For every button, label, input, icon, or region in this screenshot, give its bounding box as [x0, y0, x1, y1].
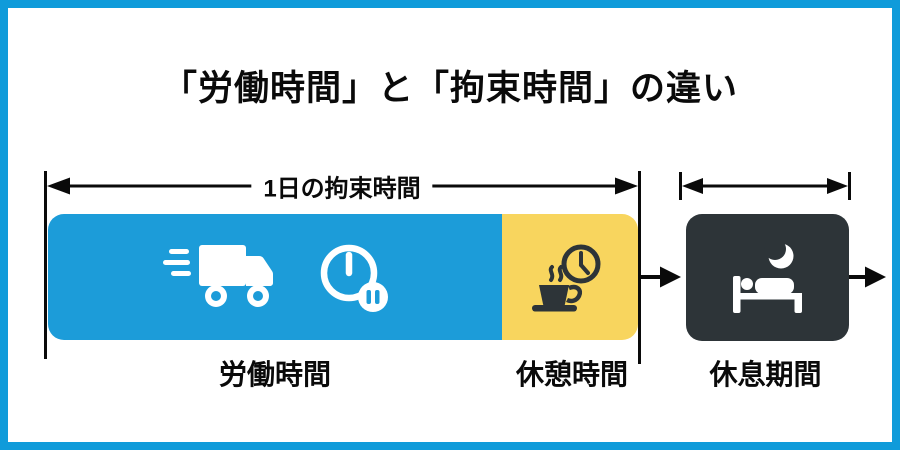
crescent-moon-icon — [764, 238, 794, 268]
rest-arrowhead-left — [682, 178, 703, 194]
work-hours-label: 労働時間 — [218, 359, 331, 390]
arrowhead-right — [615, 177, 638, 195]
arrowhead-left — [47, 177, 70, 195]
rest-arrowhead-right — [827, 178, 848, 194]
page-title: 「労働時間」と「拘束時間」の違い — [161, 69, 738, 108]
clock-icon — [561, 244, 601, 284]
sleeping-bed-icon — [733, 238, 802, 313]
flow-arrow-1-head — [660, 266, 681, 288]
break-time-segment — [502, 214, 638, 340]
speeding-truck-icon — [162, 245, 273, 307]
coffee-steam-icon — [532, 244, 601, 312]
work-hours-segment — [48, 214, 502, 340]
dimension-label: 1日の拘束時間 — [251, 168, 433, 204]
rest-period-box — [686, 214, 849, 341]
rest-period-label: 休息期間 — [709, 359, 822, 390]
flow-arrow-2-head — [865, 266, 886, 288]
break-time-label: 休憩時間 — [515, 359, 628, 390]
clock-pause-icon — [320, 244, 388, 312]
